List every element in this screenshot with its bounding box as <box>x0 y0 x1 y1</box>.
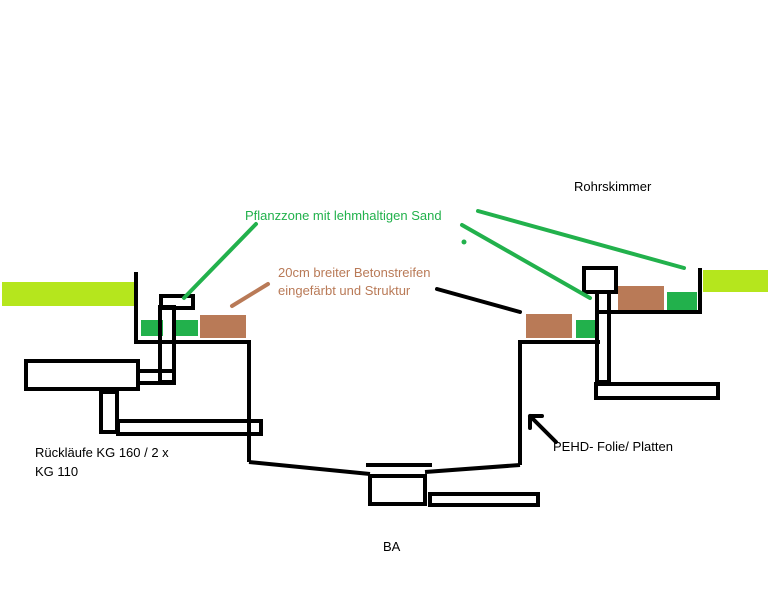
skimmer-head <box>582 266 618 294</box>
label-skimmer: Rohrskimmer <box>574 179 652 194</box>
planting-zone-right <box>576 320 596 338</box>
return-inlet-cap <box>159 294 195 310</box>
leader-planting-skimmer <box>476 209 686 270</box>
concrete-strip-skimmer <box>618 286 664 310</box>
bottom-drain <box>368 474 427 506</box>
planting-zone-left <box>141 320 163 336</box>
concrete-strip-left <box>200 315 246 338</box>
return-pipe-elbow <box>136 369 176 385</box>
return-pipe-main <box>24 359 140 391</box>
pond-wall-right <box>518 340 600 465</box>
planting-zone-right-2 <box>667 292 697 310</box>
skimmer-pipe-vertical <box>595 290 611 384</box>
label-liner: PEHD- Folie/ Platten <box>553 439 673 454</box>
label-returns-line1: Rückläufe KG 160 / 2 x <box>35 445 169 460</box>
label-concrete-line2: eingefärbt und Struktur <box>278 283 411 298</box>
label-concrete-line1: 20cm breiter Betonstreifen <box>278 265 430 280</box>
leader-concrete-right <box>435 287 522 314</box>
leader-concrete-left <box>230 282 270 308</box>
lawn-right <box>703 270 768 292</box>
return-pipe-drop <box>99 390 119 434</box>
skimmer-pipe-horizontal <box>594 382 720 400</box>
label-planting-zone: Pflanzzone mit lehmhaltigen Sand <box>245 208 442 223</box>
planting-zone-left-2 <box>176 320 198 336</box>
bottom-drain-pipe <box>428 492 540 507</box>
pond-bottom-right <box>424 463 521 474</box>
pond-bottom-left <box>248 460 371 476</box>
concrete-strip-right <box>526 314 572 338</box>
shelf-right-top <box>596 268 702 314</box>
leader-planting-right <box>460 223 592 300</box>
pond-wall-left <box>134 272 251 462</box>
leader-planting-left <box>182 222 258 300</box>
leader-liner-arrow <box>528 414 558 444</box>
return-pipe-horizontal <box>116 419 263 436</box>
label-bottom-drain: BA <box>383 539 401 554</box>
lawn-left <box>2 282 135 306</box>
planting-dot <box>461 239 467 245</box>
label-returns-line2: KG 110 <box>35 464 78 479</box>
